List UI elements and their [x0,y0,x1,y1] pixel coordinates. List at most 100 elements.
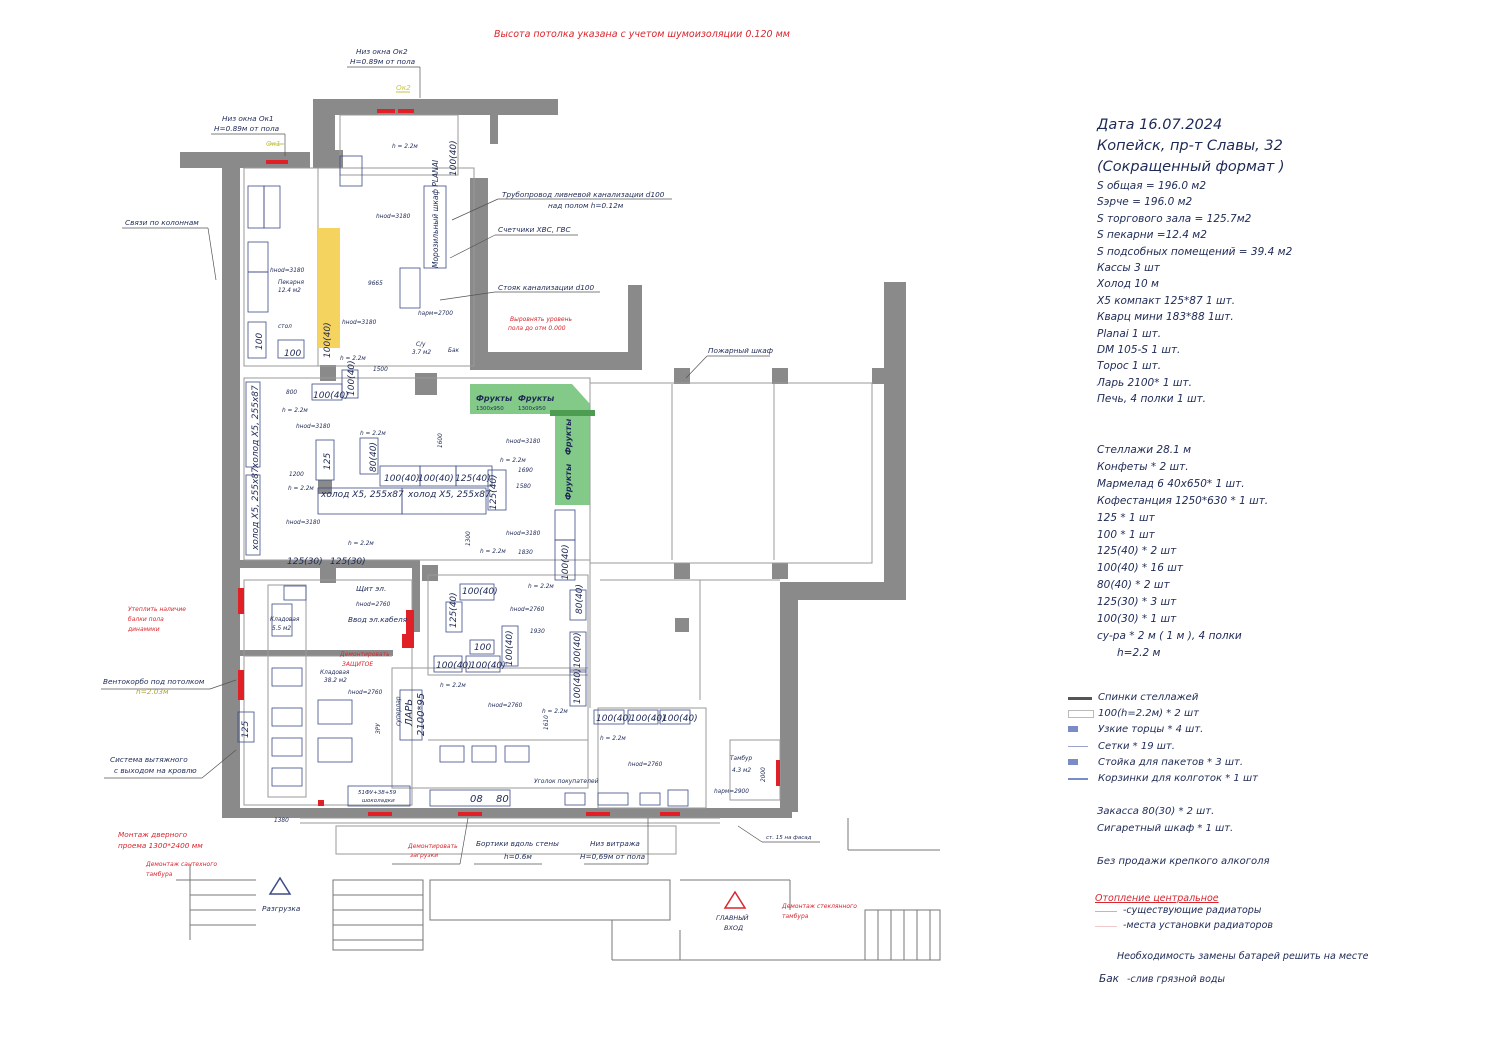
h-22-8: h = 2.2м [528,584,554,590]
shelf-100-40-e: 100(40) [436,661,472,671]
legend-item: S подсобных помещений = 39.4 м2 [1097,245,1293,258]
h-22-2: h = 2.2м [282,408,308,414]
symbol-swatch [1068,745,1088,747]
legend-format: (Сокращенный формат ) [1097,159,1285,175]
d-1300: 1300 [466,531,472,546]
extra-item [1097,837,1270,854]
h-low-7: hноd=3180 [506,531,541,537]
heating-label: -существующие радиаторы [1123,905,1262,916]
fruit-4: Фрукты [564,463,573,500]
symbol-label: Спинки стеллажей [1098,692,1199,703]
callout-level: Выровнять уровень [510,316,573,323]
shelving-list: Стеллажи 28.1 м Конфеты * 2 шт. Мармелад… [1097,442,1268,662]
room-wc-area: 3.7 м2 [412,350,431,356]
room-bakery: Пекарня [278,280,304,286]
symbol-row: Стойка для пакетов * 3 шт. [1068,755,1258,771]
shelving-item: 125(30) * 3 шт [1097,596,1177,609]
shelf-125-40-c: 125(40) [449,592,459,628]
larder: ЛАРЬ [404,699,415,727]
legend-item: Х5 компакт 125*87 1 шт. [1097,294,1236,307]
callout-exhaust: Система вытяжного [110,755,188,764]
room-tambour: Тамбур [730,756,752,762]
symbol-swatch [1068,697,1092,700]
legend-item: Ларь 2100* 1 шт. [1097,376,1192,389]
extra-item: Сигаретный шкаф * 1 шт. [1097,822,1234,834]
main-entry-2: ВХОД [724,924,743,932]
shelving-item: 100(40) * 16 шт [1097,562,1183,575]
shelving-item: 100 * 1 шт [1097,528,1155,541]
shelf-125-30-b: 125(30) [330,557,366,567]
fruit-2: Фрукты [518,394,555,403]
larder-label: суперлар [395,696,402,726]
main-entry: ГЛАВНЫЙ [716,913,749,922]
checkout-2: шоколадки [362,798,395,804]
fruit-3: Фрукты [564,418,573,455]
d-1610: 1610 [544,715,550,730]
room-pantry-2: Кладовая [320,670,350,676]
shelf-100-40-d: 100(40) [462,587,498,597]
shelf-100-40-k: 100(40) [347,360,357,396]
shelf-100-40-i: 100(40) [662,714,698,724]
shelving-item: 125(40) * 2 шт [1097,545,1177,558]
callout-beams-2: балки пола [128,616,164,623]
callout-columns: Связи по колоннам [125,218,199,227]
fruit-2-dim: 1300х950 [518,406,546,412]
freezer-side: Морозильный шкаф PLANAI [431,159,440,268]
larder-dim: 2100*95 [416,693,427,736]
callout-vitrage: Низ витража [590,839,640,848]
callout-door-4: тамбура [146,871,173,878]
shelf-100-40-b: 100(40) [384,474,420,484]
symbol-label: Сетки * 19 шт. [1098,740,1175,752]
h-window-2: hарм=2900 [714,789,749,795]
extra-list: Закасса 80(30) * 2 шт. Сигаретный шкаф *… [1097,804,1270,870]
legend-date: Дата 16.07.2024 [1097,117,1223,133]
symbol-row: Корзинки для колготок * 1 шт [1068,771,1258,787]
fruit-1-dim: 1300х950 [476,406,504,412]
table-label: стол [278,324,292,330]
d-1580: 1580 [516,484,531,490]
legend-item: S пекарни =12.4 м2 [1097,229,1207,242]
checkout-80: 80 [496,794,509,805]
window1-title: Низ окна Ок1 [222,114,274,123]
red-marks [238,109,780,816]
callout-door: Монтаж дверного [118,830,188,839]
shelf-80-40-a: 80(40) [369,442,379,472]
fridge-3: холод Х5, 255х87 [251,385,261,469]
legend-item: Planai 1 шт. [1097,327,1162,340]
shield-note: Демонтировать [339,651,390,658]
mini-label: ЗРУ [376,723,382,734]
d-1600: 1600 [438,433,444,448]
shelf-100-40-c: 100(40) [418,474,454,484]
symbol-row: Сетки * 19 шт. [1068,739,1258,755]
partition-lines [243,114,873,855]
shelf-100-40-h: 100(40) [630,714,666,724]
callout-beams: Утеплить наличие [128,606,186,613]
shelving-item: 100(30) * 1 шт [1097,613,1177,626]
d-1380: 1380 [274,818,289,824]
fridge-2: холод Х5, 255х87 [407,490,491,500]
h-22-4: h = 2.2м [500,458,526,464]
symbol-row: Узкие торцы * 4 шт. [1068,722,1258,738]
h-low-3: hноd=3180 [342,320,377,326]
room-pantry-2-area: 38.2 м2 [324,678,347,684]
stairs [176,818,941,961]
unload-label: Разгрузка [262,904,300,913]
room-pantry: Кладовая [270,617,300,623]
h-mid-2: hноd=2760 [510,607,545,613]
shelf-100-40-o: 100(40) [573,632,583,668]
callout-vitrage-h: H=0,69м от пола [580,852,645,861]
heating-title: Отопление центральное [1095,893,1219,904]
callout-meters: Счетчики ХВС, ГВС [498,225,571,234]
shield-label-2: Ввод эл.кабеля [348,615,408,624]
shield-label: Щит эл. [356,584,386,593]
room-tambour-area: 4.3 м2 [732,768,751,774]
callout-demont: Демонтировать [407,843,458,850]
fridge-1: холод Х5, 255х87 [320,490,404,500]
callout-door-2: проема 1300*2400 мм [118,841,203,850]
shelf-100-40-n: 100(40) [505,630,515,666]
shelf-100-40-f: 100(40) [470,661,506,671]
tank-legend-label: Бак [1099,973,1119,985]
callout-level-2: пола до отм 0.000 [508,325,566,332]
symbol-label: Стойка для пакетов * 3 шт. [1098,756,1244,768]
extra-item: Без продажи крепкого алкоголя [1097,855,1270,867]
